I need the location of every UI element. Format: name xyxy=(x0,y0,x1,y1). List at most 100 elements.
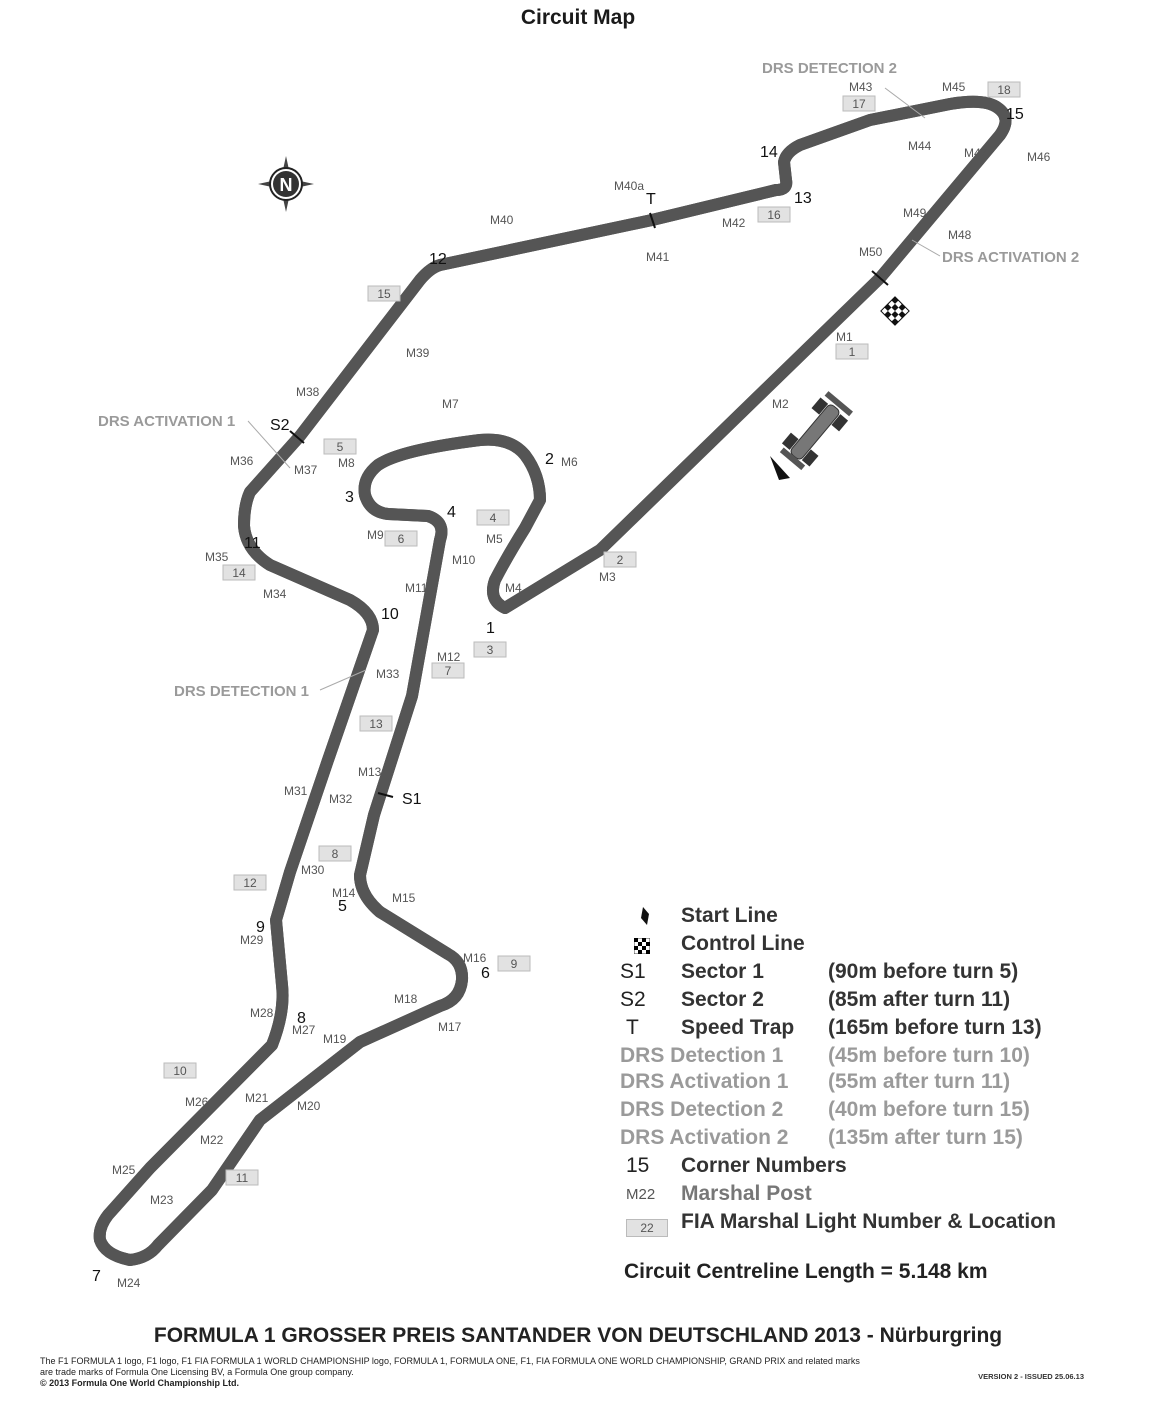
marshal-light: 3 xyxy=(473,641,507,658)
corner-number: 3 xyxy=(345,489,354,506)
marshal-light-box xyxy=(222,564,256,581)
marshal-light: 8 xyxy=(318,845,352,862)
marshal-post-label: M8 xyxy=(338,456,355,470)
marshal-post-label: M31 xyxy=(284,784,308,798)
marshal-light: 7 xyxy=(431,662,465,679)
marshal-post-label: M18 xyxy=(394,992,418,1006)
marshal-post-label: M10 xyxy=(452,553,476,567)
legend-label: Start Line xyxy=(681,904,778,927)
marshal-post-label: M16 xyxy=(463,951,487,965)
corner-number: 12 xyxy=(429,251,447,268)
marshal-post-label: M3 xyxy=(599,570,616,584)
corner-number: 8 xyxy=(297,1010,306,1027)
legend-symbol: 22 xyxy=(626,1219,668,1237)
marshal-post-label: M49 xyxy=(903,206,927,220)
marshal-post-label: M11 xyxy=(405,581,428,595)
legal-notice: The F1 FORMULA 1 logo, F1 logo, F1 FIA F… xyxy=(40,1356,940,1389)
marshal-light-number: 11 xyxy=(236,1171,249,1185)
corner-number: 15 xyxy=(1006,106,1024,123)
marshal-light-box xyxy=(318,845,352,862)
marshal-post-label: M6 xyxy=(561,455,578,469)
marshal-light-box xyxy=(359,715,393,732)
marshal-light-number: 14 xyxy=(232,566,246,580)
marshal-post-label: M22 xyxy=(200,1133,224,1147)
marshal-post-label: M15 xyxy=(392,891,416,905)
legend-symbol: DRS Activation 1 xyxy=(620,1070,789,1093)
marshal-post-label: M50 xyxy=(859,245,883,259)
marshal-light: 14 xyxy=(222,564,256,581)
marshal-light-box xyxy=(233,874,267,891)
marshal-post-label: M42 xyxy=(722,216,746,230)
marshal-light-box xyxy=(367,285,401,302)
marshal-light-number: 3 xyxy=(487,643,494,657)
marshal-post-label: M44 xyxy=(908,139,932,153)
marshal-light-box xyxy=(497,955,531,972)
marshal-light-box xyxy=(225,1169,259,1186)
legend-detail: (40m before turn 15) xyxy=(828,1098,1030,1121)
marshal-light-box xyxy=(163,1062,197,1079)
marshal-post-label: M2 xyxy=(772,397,789,411)
speed-trap-label: T xyxy=(646,191,656,208)
marshal-post-label: M21 xyxy=(245,1091,269,1105)
marshal-light: 6 xyxy=(384,530,418,547)
legend-label: Corner Numbers xyxy=(681,1154,847,1177)
marshal-light: 11 xyxy=(225,1169,259,1186)
marshal-post-label: M43 xyxy=(849,80,873,94)
marshal-post-label: M36 xyxy=(230,454,254,468)
legend-symbol: 15 xyxy=(626,1154,650,1177)
drs-activation-1-label: DRS ACTIVATION 1 xyxy=(98,413,235,430)
corner-number: 7 xyxy=(92,1268,101,1285)
marshal-post-label: M45 xyxy=(942,80,966,94)
version-note: VERSION 2 - ISSUED 25.06.13 xyxy=(978,1372,1084,1381)
marshal-light-number: 1 xyxy=(849,345,856,359)
control-line-icon xyxy=(633,936,686,960)
speed-trap-marker xyxy=(649,212,656,229)
legend-symbol: M22 xyxy=(626,1186,656,1203)
marshal-light-number: 4 xyxy=(490,511,497,525)
copyright: © 2013 Formula One World Championship Lt… xyxy=(40,1378,239,1388)
marshal-post-label: M35 xyxy=(205,550,229,564)
marshal-post-label: M9 xyxy=(367,528,384,542)
marshal-light-box xyxy=(323,438,357,455)
s1-label: S1 xyxy=(402,791,422,808)
marshal-light-number: 13 xyxy=(369,717,383,731)
marshal-light-number: 18 xyxy=(997,83,1011,97)
marshal-light: 15 xyxy=(367,285,401,302)
marshal-light-number: 7 xyxy=(445,664,452,678)
marshal-light: 2 xyxy=(603,551,637,568)
marshal-light-box xyxy=(835,343,869,360)
marshal-light: 13 xyxy=(359,715,393,732)
control-line-marker xyxy=(871,270,889,286)
marshal-light-number: 15 xyxy=(377,287,391,301)
corner-number: 4 xyxy=(447,504,456,521)
start-line-icon xyxy=(640,906,692,932)
marshal-light-box xyxy=(476,509,510,526)
marshal-light-number: 9 xyxy=(511,957,518,971)
legend-detail: (90m before turn 5) xyxy=(828,960,1019,983)
marshal-post-label: M40 xyxy=(490,213,514,227)
direction-arrow-icon xyxy=(770,456,790,480)
legend-symbol: T xyxy=(626,1016,639,1039)
corner-number: 5 xyxy=(338,898,347,915)
corner-number: 6 xyxy=(481,965,490,982)
marshal-post-label: M40a xyxy=(614,179,644,193)
legend-symbol: DRS Detection 2 xyxy=(620,1098,784,1121)
drs-detection-2-label: DRS DETECTION 2 xyxy=(762,60,897,77)
corner-number: 11 xyxy=(244,535,261,552)
marshal-post-label: M33 xyxy=(376,667,400,681)
marshal-post-label: M26 xyxy=(185,1095,209,1109)
marshal-light: 12 xyxy=(233,874,267,891)
drs-activation-2-label: DRS ACTIVATION 2 xyxy=(942,249,1079,266)
marshal-light-box xyxy=(431,662,465,679)
marshal-post-label: M1 xyxy=(836,330,853,344)
marshal-post-label: M29 xyxy=(240,933,264,947)
marshal-light-number: 10 xyxy=(173,1064,187,1078)
circuit-length: Circuit Centreline Length = 5.148 km xyxy=(624,1260,988,1283)
corner-number: 10 xyxy=(381,606,399,623)
legend-label: FIA Marshal Light Number & Location xyxy=(681,1210,1056,1233)
marshal-post-label: M19 xyxy=(323,1032,347,1046)
